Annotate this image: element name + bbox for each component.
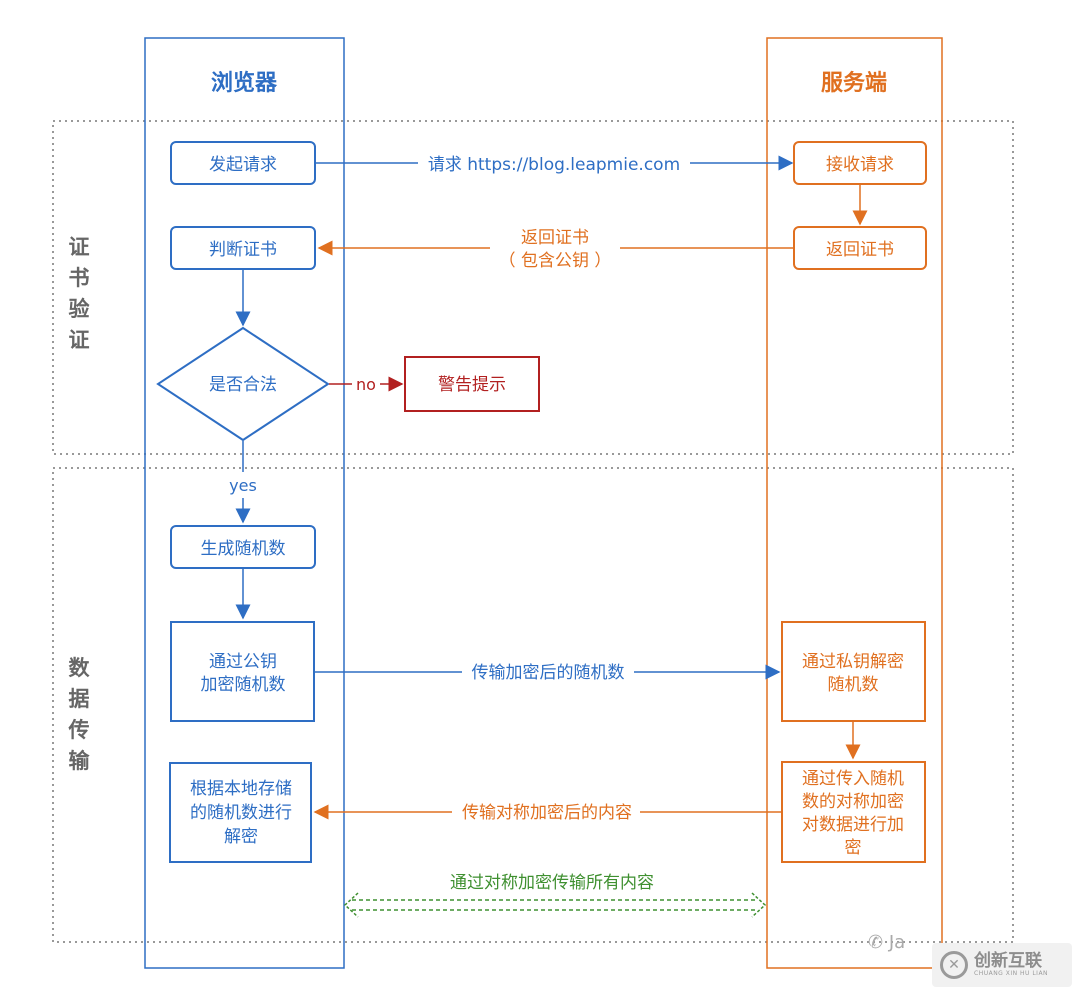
node-decrypt-local-line1: 根据本地存储: [190, 779, 292, 799]
node-decrypt-local: [169, 762, 312, 863]
edge-send-random-label: 传输加密后的随机数: [472, 663, 625, 683]
data-label-char: 数: [69, 656, 91, 680]
edge-all-symmetric-right-head: [751, 892, 767, 918]
section-cert-frame: [52, 120, 1014, 455]
node-send-request: [170, 141, 316, 185]
edge-return-cert-label1: 返回证书: [521, 228, 589, 248]
edge-return-cert-label2: （ 包含公钥 ）: [499, 251, 612, 271]
node-receive-request: [793, 141, 927, 185]
lane-server-title: 服务端: [821, 71, 887, 96]
lane-server: [766, 37, 943, 969]
cert-label-char: 证: [69, 235, 90, 259]
node-decrypt-private: [781, 621, 926, 722]
wechat-watermark: ✆ Ja: [868, 932, 940, 958]
node-encrypt-pubkey: [170, 621, 315, 722]
node-warning-label: 警告提示: [438, 375, 506, 395]
wechat-name: Ja: [888, 932, 906, 953]
cert-label-char: 书: [69, 266, 90, 290]
data-label-char: 传: [68, 718, 90, 742]
node-send-request-label: 发起请求: [209, 155, 277, 175]
brand-watermark: ✕ 创新互联 CHUANG XIN HU LIAN: [932, 943, 1072, 987]
data-label-char: 据: [69, 687, 90, 711]
edge-all-symmetric-left-head: [343, 892, 359, 918]
node-decrypt-local-line3: 解密: [224, 827, 258, 847]
brand-logo-icon: ✕: [940, 951, 968, 979]
edge-yes-label: yes: [229, 476, 257, 495]
node-encrypt-pubkey-line1: 通过公钥: [209, 652, 277, 672]
data-label-char: 输: [69, 749, 91, 773]
node-encrypt-symmetric-line2: 数的对称加密: [802, 792, 904, 812]
node-warning: [404, 356, 540, 412]
node-decrypt-local-line2: 的随机数进行: [190, 803, 292, 823]
node-return-cert: [793, 226, 927, 270]
node-return-cert-label: 返回证书: [826, 240, 894, 260]
node-judge-cert: [170, 226, 316, 270]
section-data-frame: [52, 467, 1014, 943]
lane-browser: [144, 37, 345, 969]
lane-browser-title: 浏览器: [211, 70, 278, 96]
cert-label-char: 验: [69, 297, 90, 321]
edge-send-content-label: 传输对称加密后的内容: [462, 803, 632, 823]
brand-name-cn: 创新互联: [974, 950, 1042, 971]
node-decrypt-private-line1: 通过私钥解密: [802, 652, 904, 672]
node-is-valid: [156, 326, 330, 442]
node-encrypt-symmetric: [781, 761, 926, 863]
node-decrypt-private-line2: 随机数: [828, 675, 879, 695]
edge-all-symmetric-label: 通过对称加密传输所有内容: [450, 873, 654, 893]
edge-request-label: 请求 https://blog.leapmie.com: [428, 155, 680, 175]
node-encrypt-symmetric-line1: 通过传入随机: [802, 769, 904, 789]
cert-label-char: 证: [69, 328, 90, 352]
node-gen-random: [170, 525, 316, 569]
node-is-valid-label: 是否合法: [209, 375, 277, 395]
node-gen-random-label: 生成随机数: [201, 539, 286, 559]
edge-no-label: no: [356, 375, 376, 394]
node-encrypt-symmetric-line3: 对数据进行加: [802, 815, 904, 835]
node-judge-cert-label: 判断证书: [209, 240, 277, 260]
brand-name-en: CHUANG XIN HU LIAN: [974, 969, 1049, 977]
node-receive-request-label: 接收请求: [826, 155, 894, 175]
node-encrypt-pubkey-line2: 加密随机数: [201, 675, 286, 695]
wechat-icon: ✆: [868, 932, 884, 953]
node-encrypt-symmetric-line4: 密: [845, 838, 862, 858]
